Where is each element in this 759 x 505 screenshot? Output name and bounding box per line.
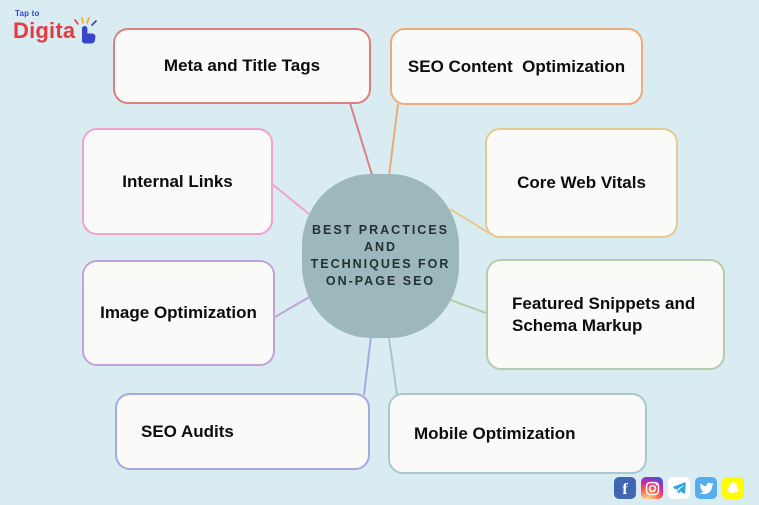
node-seo-audits: SEO Audits xyxy=(115,393,370,470)
node-label: Featured Snippets and Schema Markup xyxy=(512,294,700,335)
connector-internal-links xyxy=(271,183,310,215)
node-seo-content-optimization: SEO Content Optimization xyxy=(390,28,643,105)
center-topic-text: BEST PRACTICES AND TECHNIQUES FOR ON-PAG… xyxy=(311,222,451,291)
facebook-f-glyph: f xyxy=(622,480,628,498)
logo-tagline: Tap to xyxy=(15,9,40,18)
node-internal-links: Internal Links xyxy=(82,128,273,235)
connector-seo-audits xyxy=(363,335,372,396)
node-meta-and-title-tags: Meta and Title Tags xyxy=(113,28,371,104)
connector-seo-content xyxy=(388,103,399,177)
twitter-icon[interactable] xyxy=(695,477,717,499)
node-label: SEO Audits xyxy=(141,421,234,441)
center-topic-line: AND xyxy=(363,239,398,254)
snapchat-icon[interactable] xyxy=(722,477,744,499)
node-label: Core Web Vitals xyxy=(517,173,646,193)
connector-image-optimization xyxy=(274,295,312,318)
node-label: Meta and Title Tags xyxy=(163,56,321,76)
node-label: Internal Links xyxy=(122,171,233,191)
center-topic-line: TECHNIQUES FOR xyxy=(310,257,451,271)
instagram-icon[interactable] xyxy=(641,477,663,499)
node-label: SEO Content Optimization xyxy=(407,56,626,76)
connector-meta-title-tags xyxy=(349,102,374,179)
center-topic-line: ON-PAGE SEO xyxy=(325,274,436,289)
telegram-icon[interactable] xyxy=(668,477,690,499)
brand-logo: Tap to Digita xyxy=(13,9,98,44)
tap-hand-icon xyxy=(74,17,98,44)
logo-brand-text: Digita xyxy=(13,18,76,43)
node-label: Mobile Optimization xyxy=(414,423,576,443)
facebook-icon[interactable]: f xyxy=(614,477,636,499)
node-image-optimization: Image Optimization xyxy=(82,260,275,366)
node-mobile-optimization: Mobile Optimization xyxy=(388,393,647,474)
connector-core-web-vitals xyxy=(449,208,490,234)
node-label: Image Optimization xyxy=(100,303,257,323)
node-core-web-vitals: Core Web Vitals xyxy=(485,128,678,238)
logo-row: Digita xyxy=(13,17,98,44)
connector-mobile-optimization xyxy=(388,337,398,396)
node-featured-snippets-schema-markup: Featured Snippets and Schema Markup xyxy=(486,259,725,370)
center-topic-line: BEST PRACTICES xyxy=(311,222,450,237)
connector-featured-snippets xyxy=(444,297,490,315)
center-topic: BEST PRACTICES AND TECHNIQUES FOR ON-PAG… xyxy=(302,174,459,338)
social-links: f xyxy=(614,477,744,499)
